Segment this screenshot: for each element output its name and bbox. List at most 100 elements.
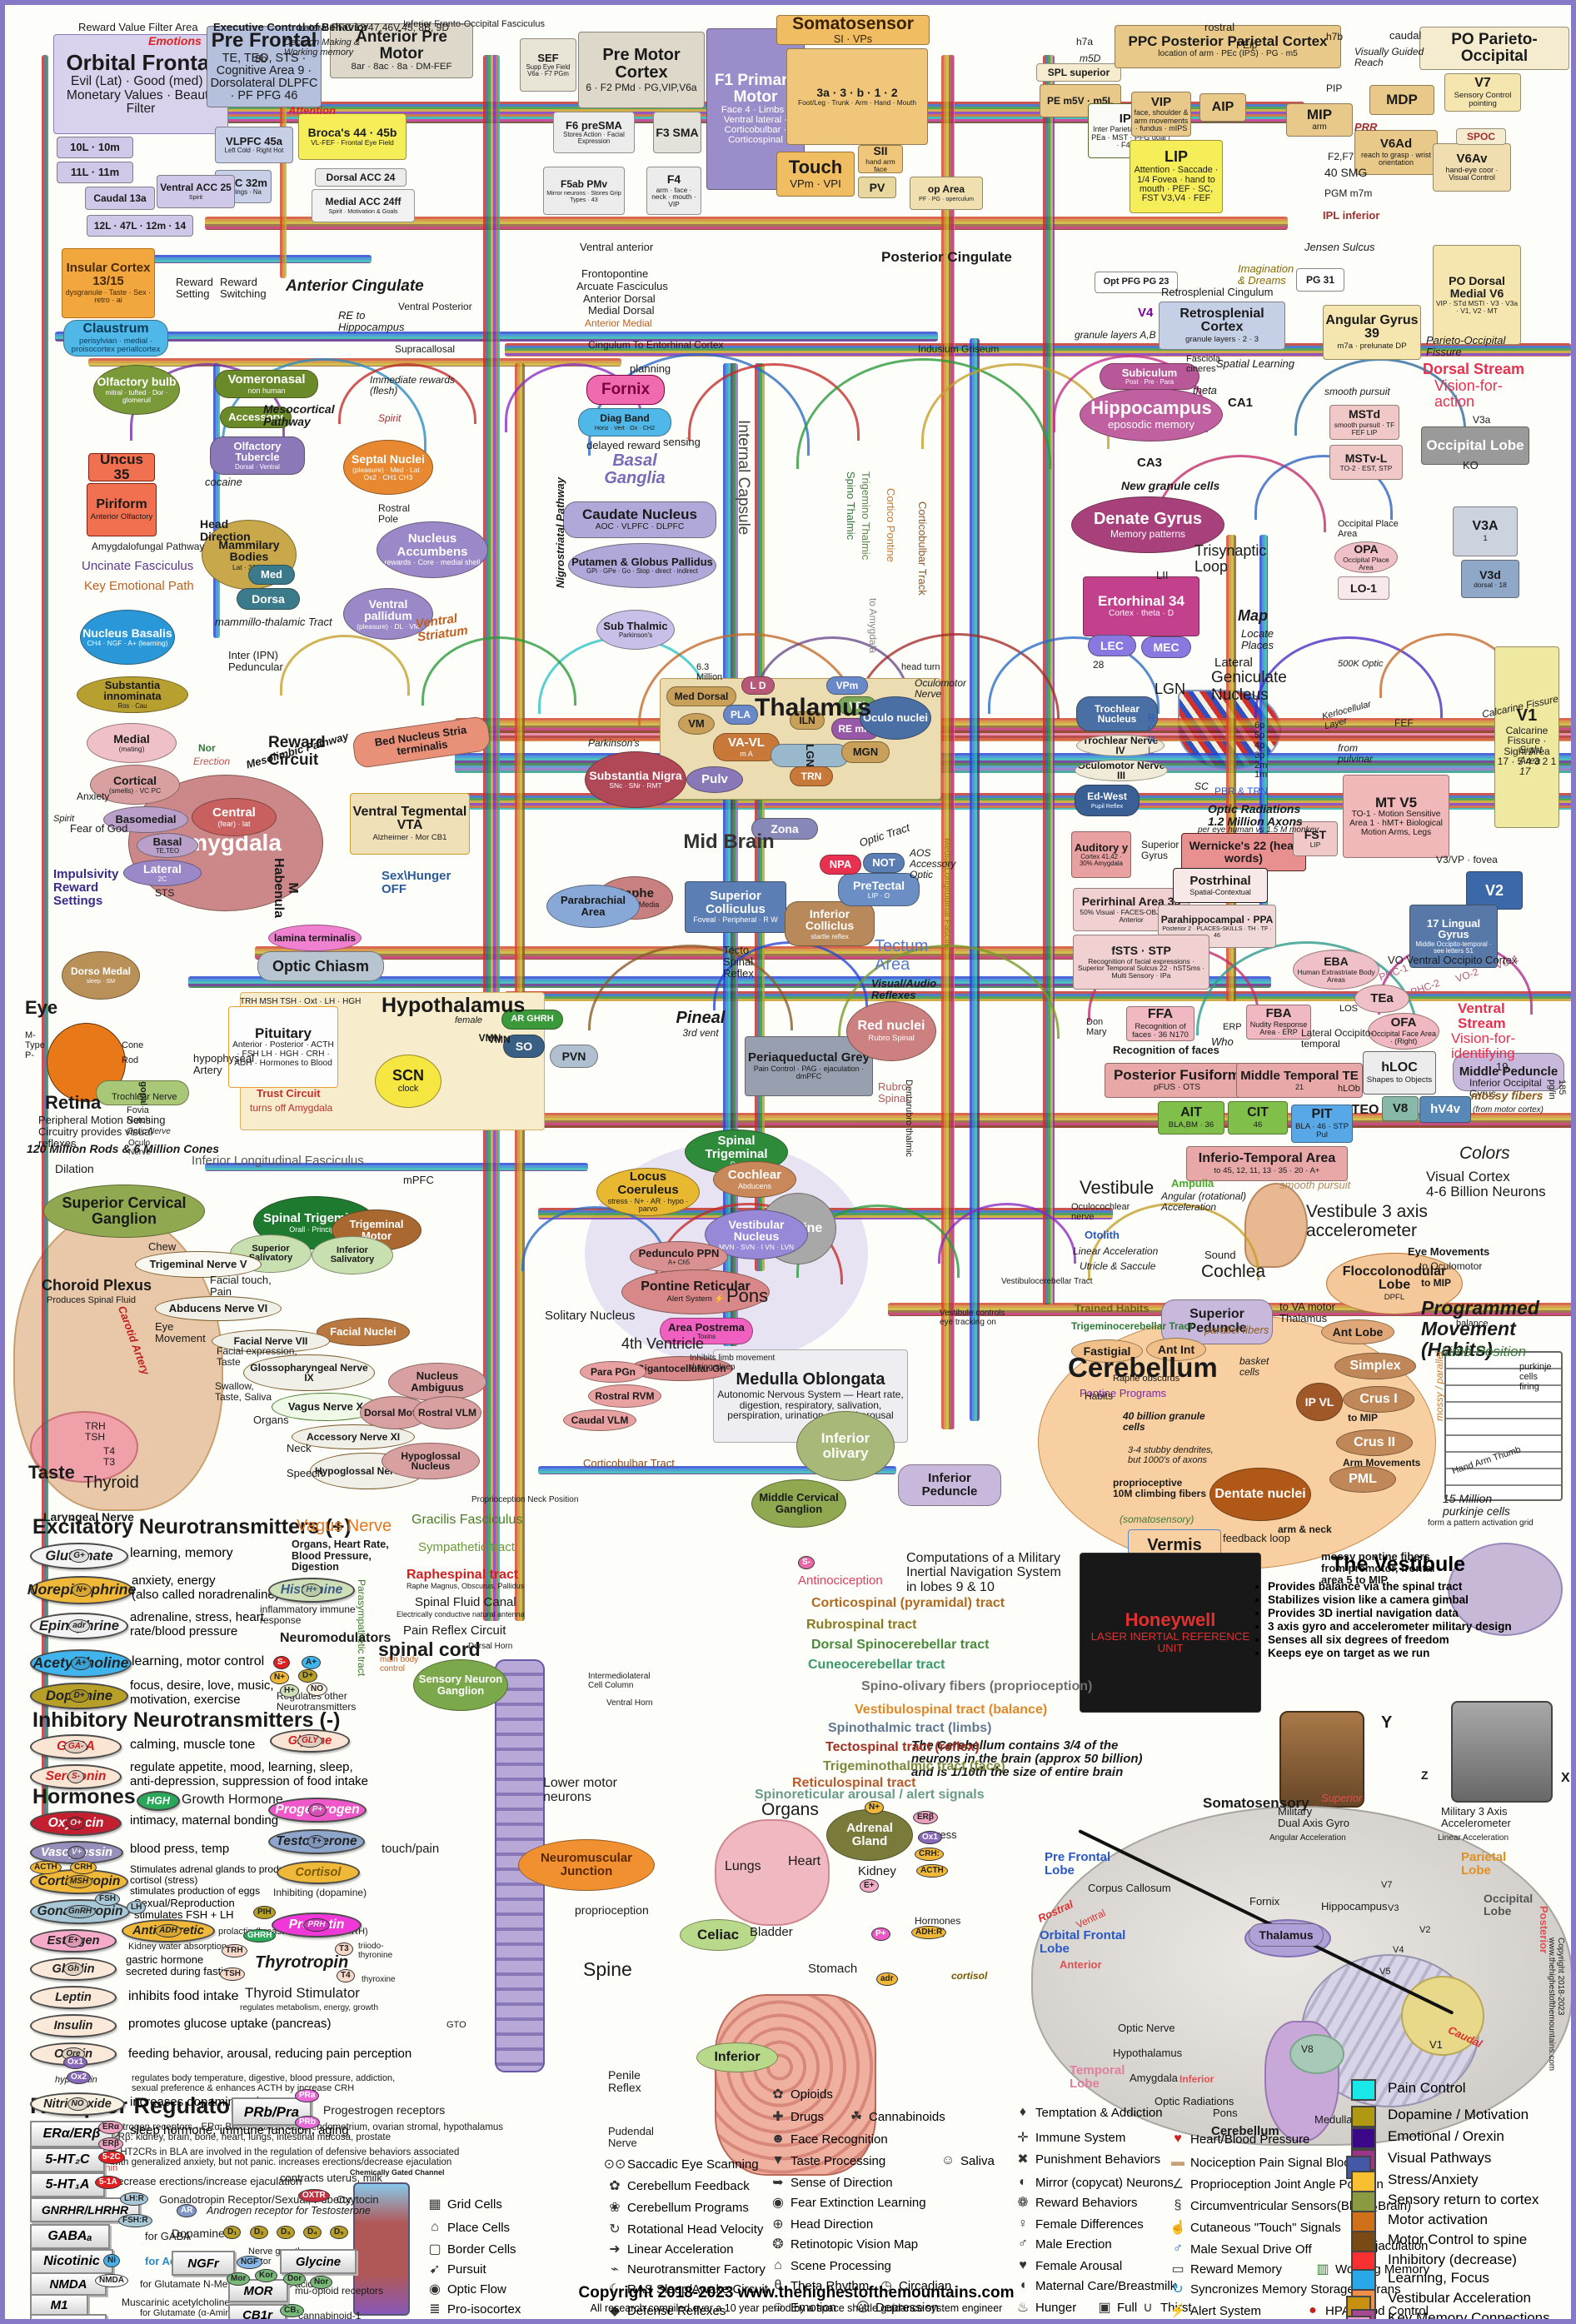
label-reward-circuit: Reward Circuit [268,734,326,769]
label-lateral-occipito-temporal: Lateral Occipito- temporal [1301,1027,1374,1050]
region-label: Diag Band [600,412,650,425]
hunger-label: Hunger [1035,2300,1077,2315]
pill-desc-dopamine: focus, desire, love, music, motivation, … [130,1678,274,1707]
label-regulates-body-temperature-digestive-blo: regulates body temperature, digestive, b… [132,2073,396,2093]
region-label: PO Parieto-Occipital [1451,31,1538,65]
pill-gaba: GABAGA- [30,1734,122,1759]
label-inhibitory-neurotransmitters: Inhibitory Neurotransmitters (-) [32,1708,341,1732]
circadian-icon: ◷ [880,2279,892,2293]
label-ventral-anterior: Ventral anterior [580,241,654,253]
region-label: Celiac [696,1927,740,1943]
label-trh-tsh: TRH TSH [85,1420,106,1443]
emotion-icon: ☺ [771,2300,786,2314]
label-ampulla: Ampulla [1171,1177,1214,1189]
fear-extinction-learning-icon: ◉ [772,2196,784,2210]
label-6p-5p-4p-3p-2m-1m: 6p 5p 4p 3p 2m 1m [1254,721,1268,780]
label-5-ht2crs-in-bla-are-involved-in-the-regu: 5-HT2CRs in BLA are involved in the regu… [112,2147,460,2168]
pill-desc-serotonin: regulate appetite, mood, learning, sleep… [130,1760,369,1788]
legend-alert-system: ⚡Alert System [1170,2302,1261,2319]
pill-hgh: HGH [137,1791,180,1811]
region-label: PVN [561,1049,586,1063]
region-sublabel: Alzheimer · Mor CB1 [372,833,447,843]
pill-badge: D+ [69,1689,89,1703]
saliva-label: Saliva [960,2153,995,2168]
region-label: FST [1304,827,1327,841]
swatch-label-vestibular-acceleration: Vestibular Acceleration [1388,2290,1531,2306]
label-hormones: Hormones [32,1785,136,1808]
label-vision-for-action: Vision-for- action [1434,377,1503,411]
chip-trh: TRH [222,1944,247,1957]
region-label: Vagus Nerve X [287,1400,364,1414]
region-accessory-nerve-xi: Accessory Nerve XI [292,1424,415,1449]
deco-shape [1448,1543,1563,1636]
border-cells-label: Border Cells [447,2242,516,2257]
region-label: Accessory [228,411,283,424]
region-label: hLOC [1381,1060,1418,1075]
region-label: Substantia innominata [103,678,162,703]
region-label: SPL superior [1047,66,1110,78]
tract-rubrospinal-tract: Rubrospinal tract [806,1618,917,1632]
label-smooth-pursuit: smooth pursuit [1279,1179,1351,1191]
label-military-dual-axis-gyro: Military Dual Axis Gyro [1278,1805,1349,1830]
region-label: Touch [788,157,843,178]
legend-immune-system: ✛Immune System [1015,2129,1125,2146]
label-turns-off-amygdala: turns off Amygdala [250,1102,333,1114]
region-label: Para PGn [590,1365,636,1378]
label-v3a: V3a [1473,414,1491,426]
region-label: Ventral Tegmental VTA [352,804,467,833]
label-spinal-fluid-canal: Spinal Fluid Canal [415,1595,516,1609]
chip-d: D+ [298,1669,318,1683]
label-recognition-of-faces: Recognition of faces [1113,1044,1219,1056]
pill-badge: O+ [66,1817,86,1830]
pill-badge: GnRH [63,1905,97,1918]
deco-shape [715,1819,830,1926]
label-40-billion-granule-cells: 40 billion granule cells [1123,1410,1205,1433]
region-crus-ii: Crus II [1336,1429,1413,1456]
label-ventral-posterior: Ventral Posterior [398,301,472,312]
retinotopic-vision-map-icon: ❂ [772,2237,784,2252]
label-orbital-frontal-lobe: Orbital Frontal Lobe [1040,1928,1126,1957]
region-label: VIP [1150,94,1172,109]
receptor-prb-pra: PRb/Pra [232,2097,312,2126]
label-trochlear-nerve: Trochlear Nerve [112,1092,177,1102]
legend-cerebellum-feedback: ✿Cerebellum Feedback [606,2177,749,2194]
label-don-mary: Don Mary [1086,1017,1107,1037]
label-spine: Spine [583,1958,632,1980]
region-pg-31: PG 31 [1296,268,1344,292]
label-speech: Speech [287,1467,324,1479]
region-label: Abducens Nerve VI [168,1302,268,1315]
pill-cortisol: Cortisol [277,1861,360,1884]
female-differences-icon: ♀ [1018,2217,1028,2231]
region-ip-vl: IP VL [1296,1383,1343,1421]
label-sts: STS [155,887,175,899]
region-occipital-lobe: Occipital Lobe [1421,426,1529,465]
label-jensen-sulcus: Jensen Sulcus [1304,241,1375,253]
depression-icon: ☹ [855,2301,870,2315]
label-rod: Rod [122,1055,139,1065]
region-sublabel: 6 · F2 PMd · PG,VIP,V6a [586,82,697,93]
region-label: Trochlear Nucleus [1094,702,1140,725]
region-sublabel: Human Extrastriate Body Areas [1297,967,1375,984]
label-optic-nerve: Optic Nerve [127,1127,171,1136]
region-sublabel: Recognition of faces · 36 N170 [1132,1021,1189,1040]
region-thal-vpm: VPm [826,676,868,695]
face-recognition-icon: ☻ [771,2132,786,2146]
region-sublabel: CH4 · NGF · A+ (learning) [87,639,168,648]
label-r-l-r-l: R L R L [1148,712,1155,756]
grid-cells-icon: ▦ [428,2197,441,2212]
region-label: Ant Lobe [1332,1324,1384,1339]
opioids-icon: ✿ [772,2087,784,2102]
region-sublabel: Supp Eye Field V6a · F7 PGm [526,63,571,78]
region-sublabel: 1 [1483,533,1488,543]
region-sublabel: 50% Visual · FACES-OBJECTS · Anterior [1080,907,1183,924]
immune-system-icon: ✛ [1017,2131,1029,2145]
region-label: PML [1349,1471,1377,1486]
label-pons: Pons [726,1285,769,1306]
